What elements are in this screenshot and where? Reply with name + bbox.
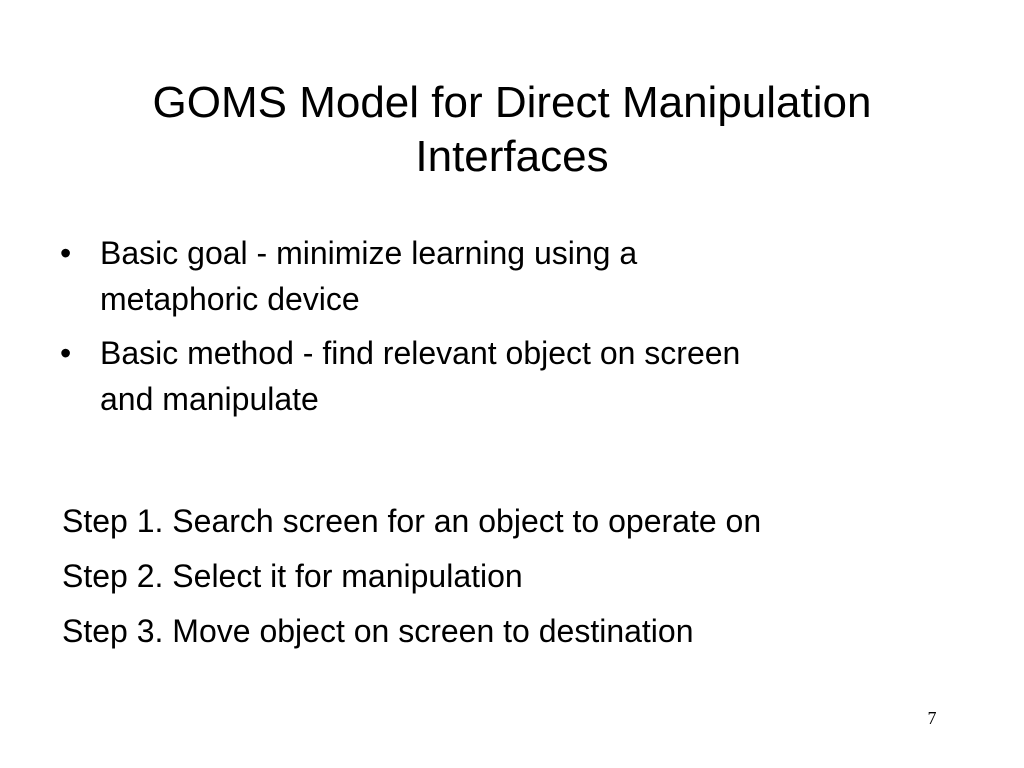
slide-title-line-1: GOMS Model for Direct Manipulation: [152, 78, 872, 127]
step-2: Step 2. Select it for manipulation: [62, 558, 523, 594]
bullet-item-basic-goal: • Basic goal - minimize learning using a…: [60, 230, 960, 322]
slide-title-line-2: Interfaces: [415, 132, 609, 181]
bullet-text-line-2: metaphoric device: [100, 281, 360, 317]
bullet-item-basic-method: • Basic method - find relevant object on…: [60, 330, 960, 422]
bullet-icon: •: [60, 235, 72, 271]
page-number: 7: [927, 708, 937, 728]
bullet-text-line-1: Basic method - find relevant object on s…: [100, 335, 741, 371]
step-1: Step 1. Search screen for an object to o…: [62, 503, 762, 539]
step-3: Step 3. Move object on screen to destina…: [62, 613, 694, 649]
slide-title: GOMS Model for Direct Manipulation Inter…: [60, 76, 964, 184]
step-list: Step 1. Search screen for an object to o…: [62, 498, 962, 663]
bullet-text-line-2: and manipulate: [100, 381, 319, 417]
bullet-list: • Basic goal - minimize learning using a…: [60, 230, 960, 430]
bullet-icon: •: [60, 335, 72, 371]
bullet-text-line-1: Basic goal - minimize learning using a: [100, 235, 638, 271]
